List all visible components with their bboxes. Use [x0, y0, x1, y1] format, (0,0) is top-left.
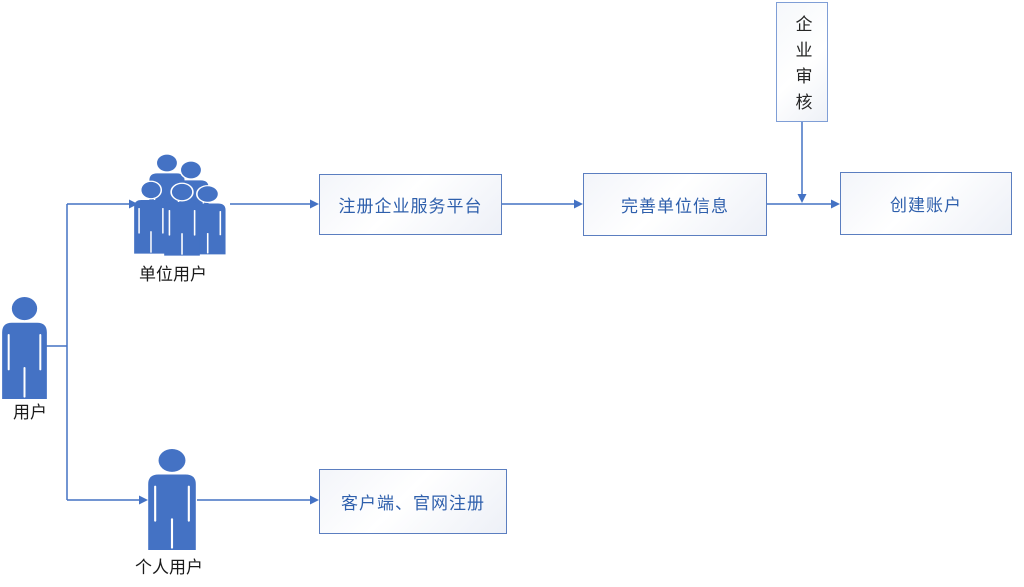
arrowhead-to-complete: [574, 199, 583, 209]
personal-user-label: 个人用户: [135, 558, 203, 577]
enterprise-audit-box: 企业审核: [776, 2, 828, 122]
create-account-box: 创建账户: [840, 172, 1012, 235]
arrowhead-to-unit-user: [129, 199, 138, 209]
group-users-icon: [133, 153, 227, 257]
arrowhead-to-personal-user: [139, 495, 148, 505]
user-label: 用户: [13, 403, 47, 422]
arrowhead-to-client: [310, 495, 319, 505]
arrowhead-audit-down: [797, 194, 807, 203]
complete-unit-info-box: 完善单位信息: [583, 173, 767, 236]
personal-user-icon: [147, 447, 197, 551]
user-icon: [1, 296, 48, 400]
register-platform-box: 注册企业服务平台: [319, 174, 502, 235]
client-website-register-box: 客户端、官网注册: [319, 469, 507, 534]
arrowhead-to-register: [310, 199, 319, 209]
unit-user-label: 单位用户: [139, 265, 207, 284]
arrowhead-to-create: [831, 199, 840, 209]
